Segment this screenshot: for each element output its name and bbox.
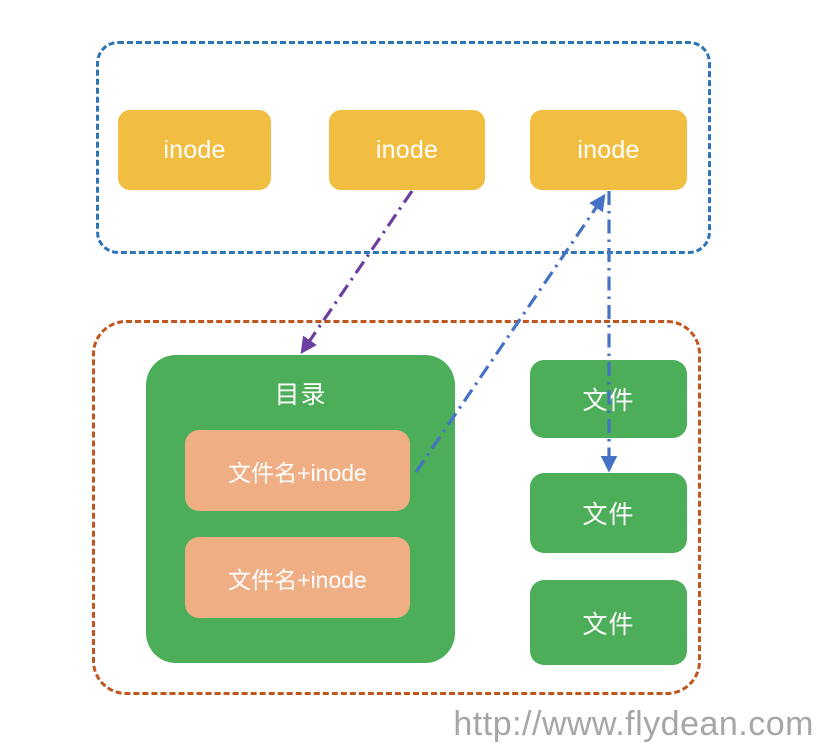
inode-node-2[interactable]: inode: [329, 110, 485, 190]
directory-entry-2[interactable]: 文件名+inode: [185, 537, 410, 618]
inode-node-3[interactable]: inode: [530, 110, 687, 190]
file-node-2-label: 文件: [582, 501, 635, 529]
file-node-1[interactable]: 文件: [530, 360, 687, 438]
inode-node-3-label: inode: [577, 135, 640, 164]
file-node-3[interactable]: 文件: [530, 580, 687, 665]
directory-entry-1-label: 文件名+inode: [228, 459, 367, 486]
file-node-3-label: 文件: [582, 610, 635, 639]
watermark-text: http://www.flydean.com: [453, 705, 814, 743]
file-node-2[interactable]: 文件: [530, 473, 687, 553]
file-node-1-label: 文件: [582, 387, 635, 415]
directory-title: 目录: [274, 381, 327, 409]
directory-entry-1[interactable]: 文件名+inode: [185, 430, 410, 511]
inode-node-2-label: inode: [375, 135, 439, 164]
directory-entry-2-label: 文件名+inode: [228, 566, 367, 593]
inode-node-1-label: inode: [163, 135, 226, 164]
directory-node[interactable]: 目录 文件名+inode 文件名+inode: [146, 355, 455, 663]
inode-node-1[interactable]: inode: [118, 110, 271, 190]
